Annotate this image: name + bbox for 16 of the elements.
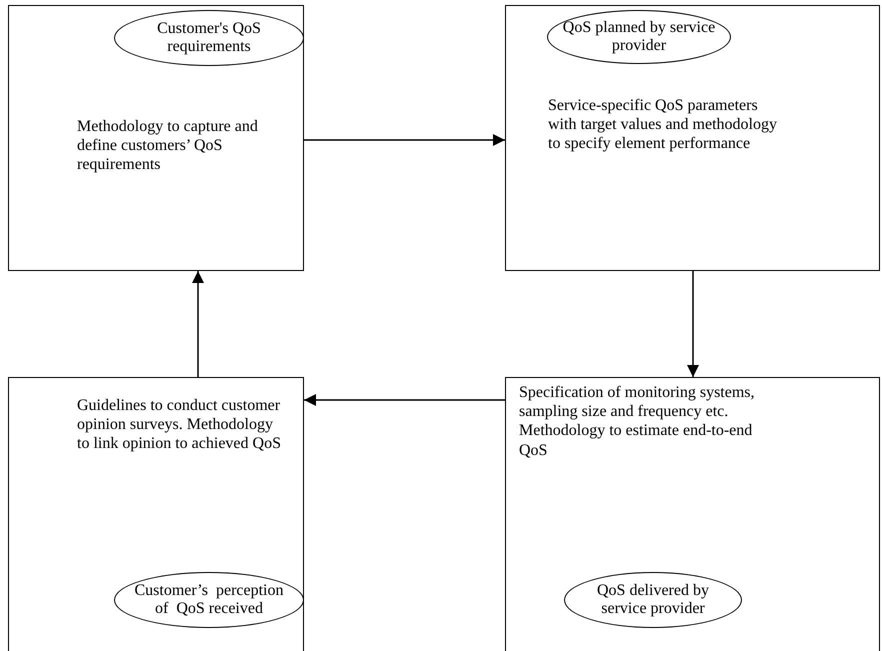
arrow xyxy=(192,271,204,377)
arrow xyxy=(687,271,699,377)
ellipse-node: QoS planned by service provider xyxy=(547,10,731,64)
ellipse-node: Customer’s perception of QoS received xyxy=(114,572,304,628)
box-text: Guidelines to conduct customer opinion surveys. Methodology to link opinion to achieved QoS xyxy=(77,396,282,454)
ellipse-node: QoS delivered by service provider xyxy=(564,572,742,628)
box-text: Service-specific QoS parameters with target values and methodology to specify element performance xyxy=(548,96,778,154)
box-text: Methodology to capture and define customers’ QoS requirements xyxy=(77,117,259,175)
ellipse-node: Customer's QoS requirements xyxy=(114,10,304,66)
process-box xyxy=(505,5,880,271)
process-box xyxy=(8,5,304,271)
process-box xyxy=(505,377,880,651)
arrow xyxy=(304,394,505,406)
process-box xyxy=(8,377,304,651)
arrow xyxy=(304,134,505,146)
box-text: Specification of monitoring systems, sampling size and frequency etc. Methodology to estimate end-to-end QoS xyxy=(519,383,756,460)
